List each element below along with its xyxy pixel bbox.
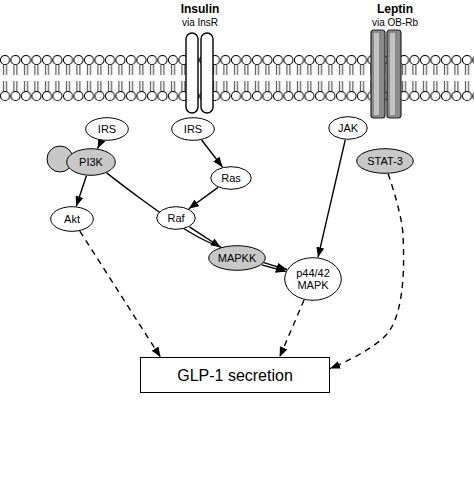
signal-node: STAT-3	[356, 148, 414, 174]
node-ellipse	[209, 246, 266, 271]
signal-arrow	[76, 176, 86, 206]
node-text: Ras	[221, 172, 241, 184]
receptor-highlight	[374, 33, 379, 115]
leptin-receptor	[371, 30, 385, 118]
node-ellipse	[157, 207, 196, 230]
node-text: STAT-3	[367, 155, 403, 167]
receptor-label: Insulin	[145, 2, 255, 16]
signal-node: IRS	[171, 117, 215, 141]
node-ellipse	[86, 118, 129, 141]
receptor-label: Leptin	[340, 2, 450, 16]
dashed-arrow	[280, 300, 304, 357]
signal-arrow	[262, 265, 286, 272]
signal-node: MAPKK	[208, 245, 266, 271]
cell-membrane	[0, 54, 474, 102]
node-text: GLP-1 secretion	[177, 367, 293, 384]
node-ellipse	[172, 118, 215, 141]
signal-node: PI3K	[66, 148, 116, 176]
node-text: PI3K	[79, 156, 103, 168]
node-text: p44/42 MAPK	[284, 267, 342, 291]
node-ellipse	[211, 167, 252, 190]
signal-node: Akt	[50, 206, 94, 232]
node-text: IRS	[184, 123, 202, 135]
dashed-arrow	[330, 174, 404, 369]
dashed-arrow	[80, 231, 161, 357]
signal-node: Ras	[210, 166, 252, 190]
signal-node: IRS	[85, 117, 129, 141]
node-ellipse	[67, 149, 116, 176]
node-ellipse	[285, 258, 342, 301]
receptor-label: via OB-Rb	[340, 17, 450, 28]
node-ellipse	[357, 149, 414, 174]
node-text: MAPKK	[218, 252, 257, 264]
node-text: Akt	[64, 213, 80, 225]
insulin-receptor	[186, 33, 198, 113]
insulin-receptor	[201, 33, 213, 113]
signal-node: p44/42 MAPK	[284, 257, 342, 301]
receptor-label: via InsR	[145, 17, 255, 28]
signal-arrow	[107, 173, 287, 270]
node-text: Raf	[167, 212, 184, 224]
receptor-highlight	[390, 33, 395, 115]
signal-node: JAK	[328, 116, 368, 140]
signal-arrow	[318, 140, 345, 257]
node-text: JAK	[338, 122, 358, 134]
signal-arrow	[189, 187, 218, 208]
output-box: GLP-1 secretion	[140, 357, 330, 393]
signal-node: Raf	[156, 206, 196, 230]
node-ellipse	[51, 207, 94, 232]
signal-arrow	[98, 141, 102, 149]
signal-arrow	[190, 227, 221, 247]
leptin-receptor	[387, 30, 401, 118]
signal-arrow	[202, 140, 223, 167]
node-ellipse	[329, 117, 368, 140]
node-text: IRS	[98, 123, 116, 135]
